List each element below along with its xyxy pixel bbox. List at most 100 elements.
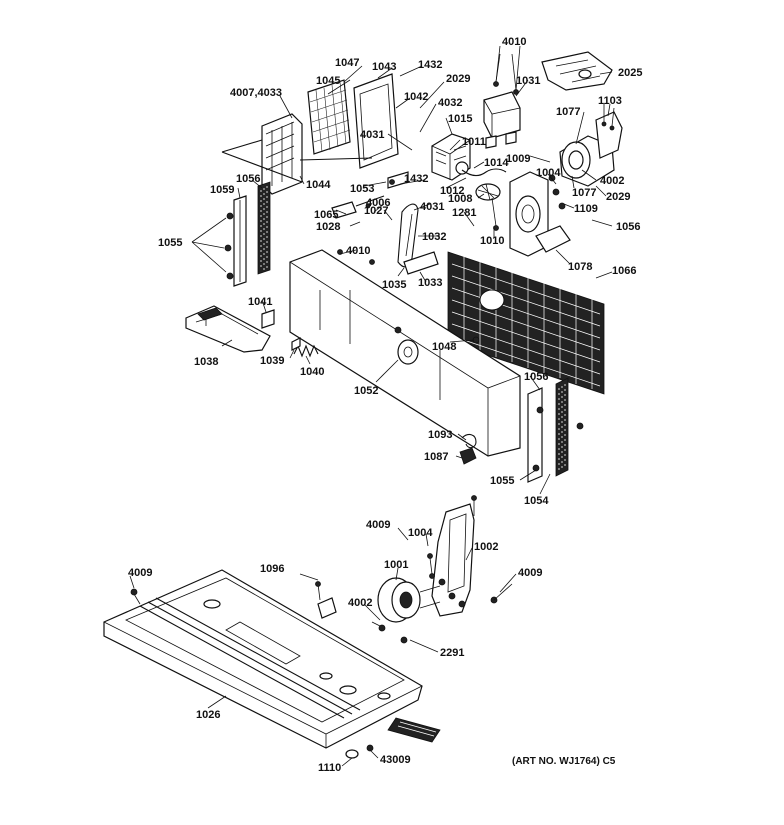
label-1077-b: 1077 — [572, 187, 596, 199]
part-1001-motor — [377, 553, 441, 623]
label-1015: 1015 — [448, 113, 472, 125]
part-1096-clip — [315, 581, 337, 619]
label-1010: 1010 — [480, 235, 504, 247]
label-1042: 1042 — [404, 91, 428, 103]
label-1011: 1011 — [462, 136, 486, 148]
part-1009-fan-shroud — [509, 171, 571, 257]
label-1281: 1281 — [452, 207, 476, 219]
label-1032: 1032 — [422, 231, 446, 243]
label-1054: 1054 — [524, 495, 549, 507]
part-1054-gasket-right — [527, 377, 584, 483]
label-2029-b: 2029 — [606, 191, 630, 203]
label-1014: 1014 — [484, 157, 509, 169]
part-1026-base-tray — [103, 569, 441, 749]
label-1055-b: 1055 — [490, 475, 514, 487]
label-1044: 1044 — [306, 179, 331, 191]
label-1055: 1055 — [158, 237, 182, 249]
label-2029: 2029 — [446, 73, 470, 85]
label-1045: 1045 — [316, 75, 340, 87]
part-1002-motor-bracket — [431, 495, 477, 617]
label-1026: 1026 — [196, 709, 220, 721]
label-1056: 1056 — [236, 173, 260, 185]
art-number: (ART NO. WJ1764) C5 — [512, 756, 616, 767]
label-1432-b: 1432 — [404, 173, 428, 185]
label-1038: 1038 — [194, 356, 218, 368]
part-1040-spring — [291, 337, 319, 358]
label-4009: 4009 — [366, 519, 390, 531]
label-4002: 4002 — [600, 175, 624, 187]
part-1043-filter-grid — [307, 79, 351, 155]
screw-1055-left — [224, 212, 234, 280]
label-1096: 1096 — [260, 563, 284, 575]
label-4010-b: 4010 — [346, 245, 370, 257]
label-2025: 2025 — [618, 67, 642, 79]
label-1039: 1039 — [260, 355, 284, 367]
part-1052-back-panel — [261, 249, 521, 457]
label-1001: 1001 — [384, 559, 408, 571]
label-1031: 1031 — [516, 75, 540, 87]
label-1009: 1009 — [506, 153, 530, 165]
label-1012: 1012 — [440, 185, 464, 197]
label-1028: 1028 — [316, 221, 340, 233]
part-1077-fan-motor — [559, 104, 623, 187]
label-1052: 1052 — [354, 385, 378, 397]
label-4009-b: 4009 — [128, 567, 152, 579]
part-1014-wire — [461, 168, 507, 177]
label-1004: 1004 — [536, 167, 561, 179]
label-1065: 1065 — [314, 209, 338, 221]
part-1110-foot — [345, 744, 374, 759]
label-4007-4033: 4007,4033 — [230, 87, 282, 99]
leader-lines — [129, 45, 613, 767]
part-2025-bracket — [541, 51, 613, 91]
part-1065-rod — [331, 195, 385, 219]
label-1002: 1002 — [474, 541, 498, 553]
label-1048: 1048 — [432, 341, 456, 353]
part-1059-channel — [233, 195, 247, 287]
label-1432: 1432 — [418, 59, 442, 71]
part-1044-cover — [221, 139, 373, 183]
part-1066-evaporator-panel — [447, 251, 605, 395]
label-1008: 1008 — [448, 193, 472, 205]
label-1035: 1035 — [382, 279, 406, 291]
callout-labels: 4010 2025 1031 1103 1047 1043 1432 1045 … — [128, 36, 642, 774]
part-1053-hinge — [387, 171, 409, 189]
label-1110: 1110 — [318, 762, 341, 774]
part-1056-gasket-left — [257, 181, 271, 275]
part-1032-linkage — [397, 203, 439, 275]
label-4002-b: 4002 — [348, 597, 372, 609]
label-1056-b: 1056 — [616, 221, 640, 233]
label-1004-b: 1004 — [408, 527, 433, 539]
label-2291: 2291 — [440, 647, 464, 659]
label-4009-c: 4009 — [518, 567, 542, 579]
label-1043: 1043 — [372, 61, 396, 73]
label-1053: 1053 — [350, 183, 374, 195]
label-1056-c: 1056 — [524, 371, 548, 383]
screw-motor — [371, 583, 513, 644]
label-1066: 1066 — [612, 265, 636, 277]
part-1042-frame — [353, 73, 399, 169]
part-4007-grille — [261, 113, 303, 195]
part-1093-1087-pieces — [459, 433, 477, 465]
part-1031-module — [483, 53, 521, 149]
label-4031-b: 4031 — [420, 201, 444, 213]
part-1008-fan-blade — [475, 183, 501, 231]
label-1109: 1109 — [574, 203, 598, 215]
label-1027: 1027 — [364, 205, 388, 217]
label-1077: 1077 — [556, 106, 580, 118]
label-1087: 1087 — [424, 451, 448, 463]
part-1015-damper-motor — [431, 133, 471, 181]
label-1033: 1033 — [418, 277, 442, 289]
label-4031: 4031 — [360, 129, 384, 141]
label-4010: 4010 — [502, 36, 526, 48]
label-1093: 1093 — [428, 429, 452, 441]
label-1047: 1047 — [335, 57, 359, 69]
label-4006: 4006 — [366, 197, 390, 209]
label-1103: 1103 — [598, 95, 622, 107]
label-1078: 1078 — [568, 261, 592, 273]
label-43009: 43009 — [380, 754, 411, 766]
label-4032: 4032 — [438, 97, 462, 109]
label-1041: 1041 — [248, 296, 272, 308]
label-1059: 1059 — [210, 184, 234, 196]
part-1038-duct — [185, 305, 271, 353]
